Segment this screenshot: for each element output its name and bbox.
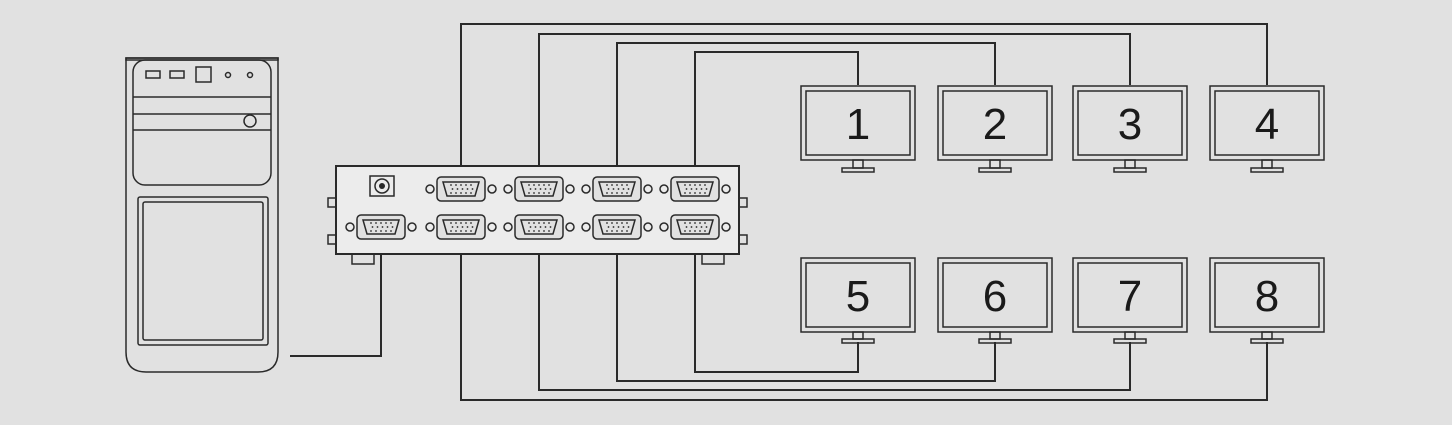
monitor-label: 3 [1118, 100, 1142, 149]
input-cable [290, 253, 382, 357]
monitor-label: 4 [1255, 100, 1279, 149]
vga-output-port-top-3 [581, 176, 653, 202]
vga-output-port-bottom-3 [581, 214, 653, 240]
monitor-3-icon: 3 [1072, 85, 1188, 173]
monitor-8-icon: 8 [1209, 257, 1325, 344]
monitor-5-icon: 5 [800, 257, 916, 344]
vga-splitter-icon [327, 165, 748, 265]
cable-to-monitor-5 [694, 246, 859, 373]
monitor-4-icon: 4 [1209, 85, 1325, 173]
vga-output-port-top-4 [659, 176, 731, 202]
monitor-label: 7 [1118, 272, 1142, 321]
monitor-2-icon: 2 [937, 85, 1053, 173]
monitor-label: 8 [1255, 272, 1279, 321]
monitor-1-icon: 1 [800, 85, 916, 173]
cable-to-monitor-3 [538, 33, 1131, 176]
monitor-label: 6 [983, 272, 1007, 321]
cables [290, 23, 1268, 401]
cable-to-monitor-1 [694, 51, 859, 176]
vga-output-port-bottom-4 [659, 214, 731, 240]
monitor-label: 5 [846, 272, 870, 321]
monitor-grid: 1 2 3 4 5 6 7 8 [800, 85, 1325, 344]
cable-to-monitor-2 [616, 42, 996, 176]
monitor-7-icon: 7 [1072, 257, 1188, 344]
cable-to-monitor-6 [616, 246, 996, 382]
vga-output-port-top-1 [425, 176, 497, 202]
monitor-label: 2 [983, 100, 1007, 149]
monitor-label: 1 [846, 100, 870, 149]
computer-tower-icon [125, 57, 279, 373]
monitor-6-icon: 6 [937, 257, 1053, 344]
cable-to-monitor-4 [460, 23, 1268, 176]
vga-output-port-bottom-1 [425, 214, 497, 240]
vga-input-port [345, 214, 417, 240]
vga-output-port-top-2 [503, 176, 575, 202]
cable-to-monitor-8 [460, 246, 1268, 401]
vga-output-port-bottom-2 [503, 214, 575, 240]
cable-to-monitor-7 [538, 246, 1131, 391]
